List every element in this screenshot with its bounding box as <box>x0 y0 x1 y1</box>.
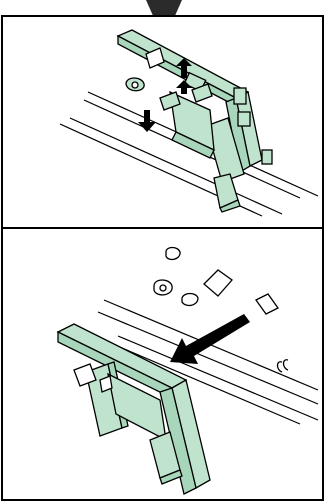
assembly-diagram <box>0 0 327 502</box>
illustration-stage <box>0 0 327 502</box>
